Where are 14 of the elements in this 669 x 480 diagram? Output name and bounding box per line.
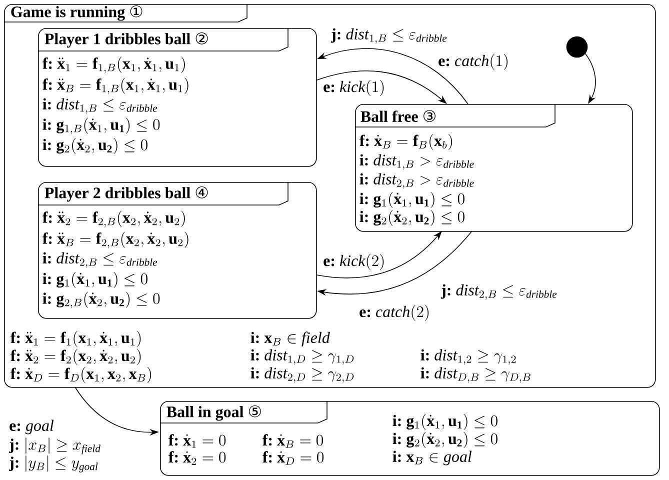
transition-label: $\textbf{j:}\ |x_B|\geq x_{\mathit{field}}$ — [8, 437, 102, 455]
transition-label: $\textbf{e:}\ \mathit{catch}(2)$ — [358, 304, 431, 322]
transition-label: $\textbf{j:}\ |y_B|\leq y_{\mathit{goal}}$ — [8, 455, 100, 473]
state-box: Ball free ③ $\textbf{f:}\ \dot{\mathbf{x}}_B=\mathbf{f}_B(\mathbf{x}_b)$ $\textbf{i:}\ \mathit{dist}_{1,B}>\varepsilon_{\mathit{dribble}}$ $\textbf{i:}\ \mathit{dist}_{2,B}>\varepsilon_{\mathit{dribble}}$ $\textbf{i:}\ \mathbf{g}_1(\dot{\mathbf{x}}_1,\mathbf{u_1})\leq 0$ $\textbf{i:}\ \mathbf{g}_2(\dot{\mathbf{x}}_2,\mathbf{u_2})\leq 0$ — [354, 104, 633, 232]
edge-label: $\textbf{e:}\ \mathit{kick}(2)$ — [322, 253, 386, 271]
edge-label: $\textbf{j:}\ \mathit{dist}_{2,B}\leq\varepsilon_{\mathit{dribble}}$ — [440, 284, 558, 300]
state-box: Player 2 dribbles ball ④ $\textbf{f:}\ \ddot{\mathbf{x}}_2=\mathbf{f}_{2,B}(\mathbf{x}_2,\dot{\mathbf{x}}_2,\mathbf{u}_2)$ $\textbf{f:}\ \ddot{\mathbf{x}}_B=\mathbf{f}_{2,B}(\mathbf{x}_2,\dot{\mathbf{x}}_2,\mathbf{u}_2)$ $\textbf{i:}\ \mathit{dist}_{2,B}\leq\varepsilon_{\mathit{dribble}}$ $\textbf{i:}\ \mathbf{g}_1(\dot{\mathbf{x}}_1,\mathbf{u_1})\leq 0$ $\textbf{i:}\ \mathbf{g}_{2,B}(\dot{\mathbf{x}}_2,\mathbf{u_2})\leq 0$ — [38, 182, 317, 319]
edge-label: $\textbf{e:}\ \mathit{goal}$ — [8, 419, 55, 435]
edge-label: $\textbf{e:}\ \mathit{kick}(1)$ — [322, 79, 386, 97]
state-box: Player 1 dribbles ball ② $\textbf{f:}\ \ddot{\mathbf{x}}_1=\mathbf{f}_{1,B}(\mathbf{x}_1,\dot{\mathbf{x}}_1,\mathbf{u}_1)$ $\textbf{f:}\ \ddot{\mathbf{x}}_B=\mathbf{f}_{1,B}(\mathbf{x}_1,\dot{\mathbf{x}}_1,\mathbf{u}_1)$ $\textbf{i:}\ \mathit{dist}_{1,B}\leq\varepsilon_{\mathit{dribble}}$ $\textbf{i:}\ \mathbf{g}_{1,B}(\dot{\mathbf{x}}_1,\mathbf{u_1})\leq 0$ $\textbf{i:}\ \mathbf{g}_2(\dot{\mathbf{x}}_2,\mathbf{u_2})\leq 0$ — [38, 28, 317, 167]
state-box: Ball in goal ⑤ $\textbf{i:}\ \mathbf{g}_1(\dot{\mathbf{x}}_1,\mathbf{u_1})\leq 0$ $\textbf{f:}\ \dot{\mathbf{x}}_1=0$ $\textbf{f:}\ \dot{\mathbf{x}}_B=0$ $\textbf{i:}\ \mathbf{g}_2(\dot{\mathbf{x}}_2,\mathbf{u_2})\leq 0$ $\textbf{f:}\ \dot{\mathbf{x}}_2=0$ $\textbf{f:}\ \dot{\mathbf{x}}_D=0$ $\textbf{i:}\ \mathbf{x}_B\in \mathit{goal}$ — [160, 400, 660, 476]
transition-label: $\textbf{e:}\ \mathit{catch}(1)$ — [437, 53, 510, 71]
initial-state-dot — [566, 36, 588, 58]
edge-label: $\textbf{j:}\ \mathit{dist}_{1,B}\leq\varepsilon_{\mathit{dribble}}$ — [330, 28, 448, 44]
